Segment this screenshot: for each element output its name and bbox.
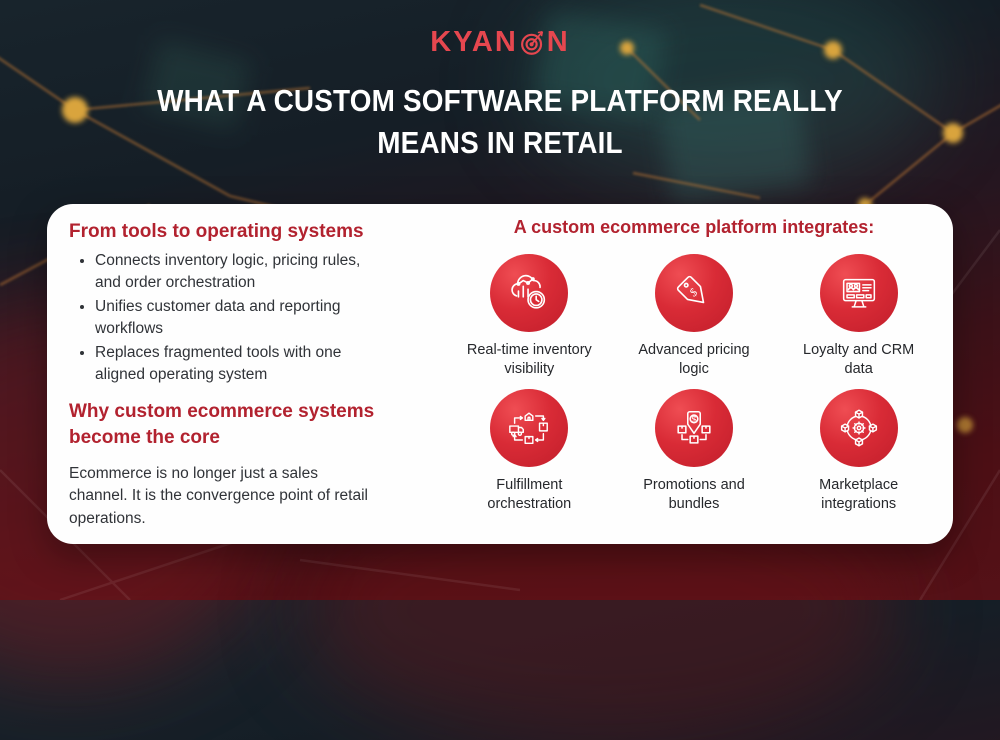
section-heading-why-custom: Why custom ecommerce systems become the … — [69, 401, 375, 449]
section-heading-tools: From tools to operating systems — [69, 221, 364, 242]
promotions-item: $ Promotions and bundles — [643, 388, 745, 515]
bullet-item: Connects inventory logic, pricing rules,… — [95, 250, 443, 294]
fulfillment-flow-icon — [490, 388, 569, 467]
marketplace-item: Marketplace integrations — [819, 388, 899, 515]
page-title: WHAT A CUSTOM SOFTWARE PLATFORM REALLY M… — [157, 83, 843, 160]
tools-bullet-list: Connects inventory logic, pricing rules,… — [69, 250, 443, 386]
integration-label: Promotions and bundles — [643, 476, 745, 513]
logo-text-right: N — [546, 26, 570, 58]
fulfillment-item: Fulfillment orchestration — [487, 388, 572, 515]
section-body-text: Ecommerce is no longer just a sales chan… — [69, 464, 368, 527]
bullet-item: Unifies customer data and reporting work… — [95, 296, 443, 340]
left-column: From tools to operating systems Connects… — [69, 219, 443, 530]
integration-label: Real-time inventory visibility — [466, 342, 592, 378]
integration-label: Fulfillment orchestration — [487, 476, 572, 513]
svg-text:$: $ — [687, 286, 700, 299]
integration-item: Real-time inventory visibility — [467, 254, 592, 380]
crm-monitor-icon — [819, 254, 898, 332]
logo-text-left: KYAN — [430, 26, 518, 58]
promotions-bundle-icon: $ — [654, 388, 733, 467]
marketplace-integration-icon — [819, 388, 898, 467]
bullet-item: Replaces fragmented tools with one align… — [95, 342, 443, 386]
integration-label: Loyalty and CRM data — [803, 342, 915, 378]
integrates-heading: A custom ecommerce platform integrates: — [513, 217, 875, 237]
right-column: A custom ecommerce platform integrates: — [455, 217, 933, 515]
logo-target-icon — [519, 29, 546, 56]
integration-item: Loyalty and CRM data — [803, 254, 914, 380]
realtime-inventory-icon — [490, 254, 569, 332]
svg-text:$: $ — [691, 414, 696, 424]
integration-item: $ Advanced pricing logic — [638, 254, 750, 380]
kyanon-logo: KYAN N — [0, 26, 1000, 59]
integration-label: Advanced pricing logic — [638, 342, 750, 378]
pricing-tag-icon: $ — [654, 254, 733, 332]
integration-grid: Real-time inventory visibility $ Advance… — [455, 254, 933, 515]
integration-label: Marketplace integrations — [819, 476, 899, 513]
content-card: From tools to operating systems Connects… — [47, 204, 953, 544]
